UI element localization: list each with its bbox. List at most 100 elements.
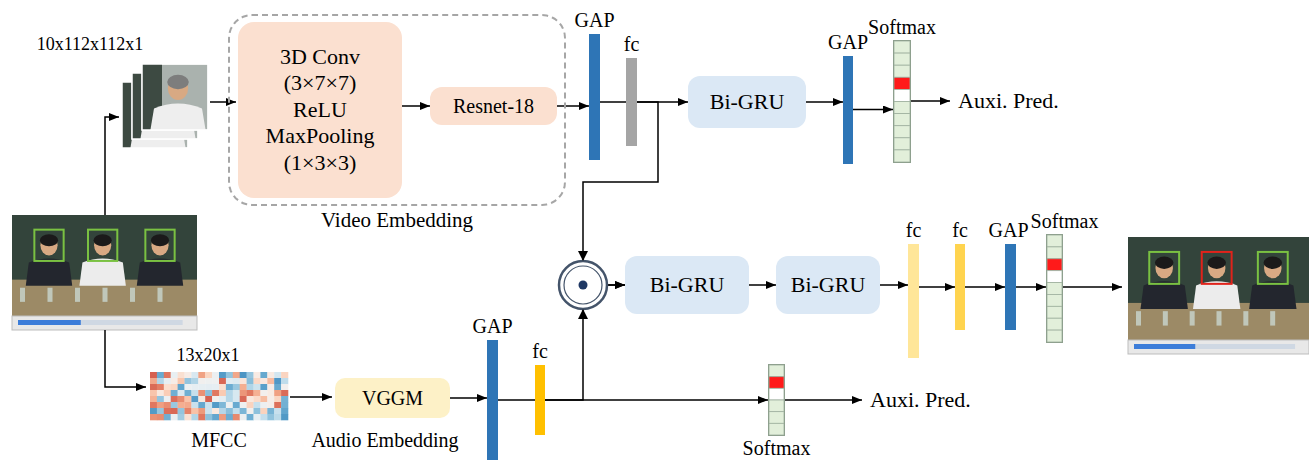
mfcc-cell [150,414,157,420]
softmax-cell [894,138,910,150]
bar-label: GAP [472,314,512,338]
mfcc-cell [185,378,192,384]
mfcc-cell [198,408,205,414]
softmax-cell [894,65,910,77]
mfcc-cell [233,402,240,408]
mfcc-cell [247,402,254,408]
mfcc-cell [150,384,157,390]
flask [75,288,80,302]
mfcc-cell [205,372,212,378]
embedding-group: Video Embedding3D Conv (3×7×7) ReLU MaxP… [228,14,566,206]
mfcc-cell [212,396,219,402]
softmax-cell [769,365,784,377]
mfcc-cell [219,378,226,384]
mfcc-cell [281,396,288,402]
connector [1016,286,1046,288]
mfcc-cell [205,378,212,384]
box-label: VGGM [362,386,423,410]
flask [1190,311,1195,325]
softmax-cell [894,126,910,138]
mfcc-cell [226,402,233,408]
softmax-label: Softmax [868,15,936,39]
mfcc-cell [219,414,226,420]
mfcc-cell [281,414,288,420]
fusion-inner-ring [564,266,602,304]
box-label: Resnet-18 [453,94,534,118]
person-hair [167,75,189,89]
softmax-cell [894,77,910,89]
mfcc-cell [240,384,247,390]
mfcc-cell [205,402,212,408]
softmax-cell [1047,330,1062,342]
mfcc-cell [178,414,185,420]
bar-label: fc [532,339,548,363]
mfcc-cell [254,402,261,408]
flask [130,288,135,302]
mfcc-cell [219,384,226,390]
mfcc-cell [233,384,240,390]
mfcc-cell [191,414,198,420]
mfcc-cell [198,372,205,378]
mfcc-cell [240,414,247,420]
bar-label: fc [906,218,922,242]
mfcc-cell [164,372,171,378]
process-box: Bi-GRU [625,256,749,314]
mfcc-cell [150,408,157,414]
mfcc-cell [191,378,198,384]
feature-bar: GAP [589,34,600,160]
output-label: Auxi. Pred. [958,88,1059,114]
mfcc-cell [267,384,274,390]
box-label: Bi-GRU [791,272,866,298]
mfcc-cell [260,384,267,390]
softmax-vector: Softmax [768,364,785,436]
bar-label: GAP [988,218,1028,242]
mfcc-cell [185,396,192,402]
mfcc-cell [274,402,281,408]
softmax-cell [1047,235,1062,247]
mfcc-cell [157,402,164,408]
mfcc-cell [198,390,205,396]
mfcc-cell [254,390,261,396]
softmax-cell [769,423,784,435]
face-box [1149,252,1179,284]
flask [1136,311,1141,325]
mfcc-cell [205,390,212,396]
connector [545,399,768,401]
softmax-cell [769,400,784,412]
mfcc-cell [157,384,164,390]
softmax-vector: Softmax [893,40,911,163]
mfcc-cell [240,408,247,414]
group-title: Video Embedding [230,208,564,233]
fusion-ring [559,261,607,309]
connector [880,284,908,286]
mfcc-cell [260,402,267,408]
mfcc-cell [267,402,274,408]
softmax-cells [769,365,784,435]
mfcc-cell [212,390,219,396]
mfcc-cell [157,372,164,378]
bar-label: fc [952,218,968,242]
mfcc-cell [267,390,274,396]
mfcc-cell [240,372,247,378]
mfcc-cell [212,408,219,414]
connector [557,105,589,107]
bar-label: fc [624,32,640,56]
mfcc-cell [281,390,288,396]
flask [48,288,53,302]
mfcc-cell [185,372,192,378]
mfcc-cell [171,372,178,378]
softmax-cell [1047,271,1062,283]
process-box: Resnet-18 [430,87,557,125]
mfcc-cell [178,408,185,414]
mfcc-cell [254,378,261,384]
person-body [137,258,183,285]
mfcc-cell [260,396,267,402]
mfcc-cell [185,414,192,420]
mfcc-cell [226,408,233,414]
mfcc-cell [178,378,185,384]
mfcc-cell [171,408,178,414]
person-hair [94,234,112,246]
